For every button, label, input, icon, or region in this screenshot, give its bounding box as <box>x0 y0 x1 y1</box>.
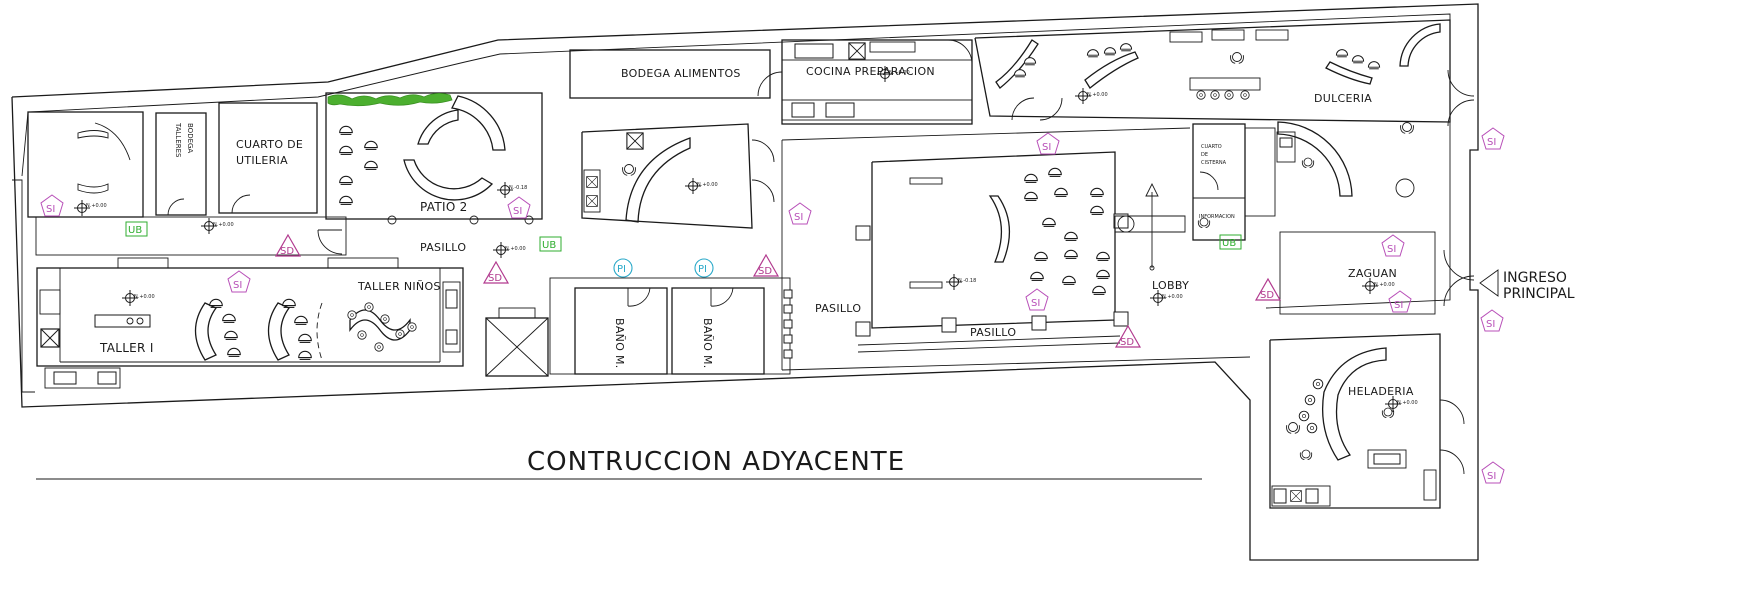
dulceria <box>974 19 1475 198</box>
pi-symbol-text: PI <box>698 264 707 275</box>
ub-symbol: UB <box>539 236 562 252</box>
room-label-cisterna: DE <box>1201 152 1208 158</box>
si-symbol: SI <box>1480 309 1504 332</box>
pi-symbols: PI PI <box>613 258 714 278</box>
kitchen-block <box>569 39 973 125</box>
level-label: N.+0.00 <box>134 294 155 300</box>
room-label-bodega-talleres: TALLERES <box>174 122 182 158</box>
cisterna-block <box>1114 123 1276 271</box>
room-label-cisterna: CISTERNA <box>1201 160 1227 166</box>
level-labels: N.+0.00 N.+0.00 N.-0.18 N.+0.00 N.+0.00 … <box>86 70 1418 406</box>
sd-symbol: SD <box>752 253 780 277</box>
level-label: N.+0.00 <box>1162 294 1183 300</box>
si-symbol-text: SI <box>233 280 242 291</box>
ub-symbol-text: UB <box>1222 238 1236 249</box>
level-markers <box>74 66 1401 412</box>
pi-symbol-text: PI <box>617 264 626 275</box>
sd-symbol-text: SD <box>758 266 772 277</box>
si-symbol-text: SI <box>1042 142 1051 153</box>
room-labels: BODEGA TALLERES CUARTO DE UTILERIA PATIO… <box>99 65 1414 398</box>
ub-symbols: UB UB UB <box>125 221 1242 252</box>
ub-symbol-text: UB <box>128 225 142 236</box>
entrance-label-line: INGRESO <box>1503 270 1567 286</box>
adjacent-construction-label: CONTRUCCION ADYACENTE <box>527 447 905 477</box>
bathrooms <box>485 277 793 377</box>
room-label-pasillo: PASILLO <box>815 302 861 315</box>
ub-symbol-text: UB <box>542 240 556 251</box>
si-symbol-text: SI <box>1394 300 1403 311</box>
ub-symbol: UB <box>1219 234 1242 250</box>
si-symbol-text: SI <box>1031 298 1040 309</box>
si-symbol-text: SI <box>1487 471 1496 482</box>
zaguan <box>1279 231 1499 315</box>
si-symbol: SI <box>40 194 64 217</box>
si-symbol-text: SI <box>1487 137 1496 148</box>
si-symbol: SI <box>507 196 531 219</box>
si-symbol: SI <box>1388 290 1412 313</box>
level-label: N.+0.00 <box>213 222 234 228</box>
pi-symbol: PI <box>613 258 633 278</box>
sd-symbol: SD <box>274 233 302 257</box>
si-symbol-text: SI <box>1486 319 1495 330</box>
si-symbol: SI <box>1025 288 1049 311</box>
ub-symbol: UB <box>125 221 148 237</box>
room-label-lobby: LOBBY <box>1152 279 1189 292</box>
patio-2 <box>325 92 543 225</box>
room-label-patio-2: PATIO 2 <box>420 200 468 214</box>
left-wing <box>27 102 464 389</box>
si-symbol-text: SI <box>794 212 803 223</box>
room-label-bodega-alimentos: BODEGA ALIMENTOS <box>621 67 741 80</box>
room-label-informacion: INFORMACION <box>1199 214 1235 220</box>
middle-room <box>581 123 775 229</box>
si-symbol-text: SI <box>513 206 522 217</box>
room-label-pasillo: PASILLO <box>420 241 466 254</box>
entrance-label: INGRESO PRINCIPAL <box>1503 270 1575 302</box>
sd-symbol: SD <box>1114 324 1142 348</box>
room-label-taller-ninos: TALLER NIÑOS <box>357 280 441 293</box>
level-label: N.+0.00 <box>697 182 718 188</box>
room-label-bano: BAÑO M. <box>701 318 714 369</box>
room-label-cuarto-utileria: UTILERIA <box>236 154 288 167</box>
si-symbols: SI SI SI SI SI SI SI SI SI SI SI <box>40 127 1505 484</box>
room-label-bano: BAÑO M. <box>613 318 626 369</box>
sd-symbol-text: SD <box>1120 337 1134 348</box>
sd-symbol: SD <box>482 260 510 284</box>
level-label: N.+0.00 <box>505 246 526 252</box>
entrance-label-line: PRINCIPAL <box>1503 286 1575 302</box>
level-label: N.+0.00 <box>1397 400 1418 406</box>
room-label-bodega-talleres: BODEGA <box>186 123 194 153</box>
level-label: N.+0.00 <box>1374 282 1395 288</box>
sd-symbol-text: SD <box>488 273 502 284</box>
si-symbol: SI <box>1036 132 1060 155</box>
sd-symbol: SD <box>1254 277 1282 301</box>
sd-symbol-text: SD <box>280 246 294 257</box>
room-label-cocina: COCINA PREPARACION <box>806 65 935 78</box>
level-label: N.+0.00 <box>889 70 910 76</box>
level-label: N.-0.18 <box>958 278 976 284</box>
room-label-dulceria: DULCERIA <box>1314 92 1372 105</box>
pi-symbol: PI <box>694 258 714 278</box>
level-label: N.-0.18 <box>509 185 527 191</box>
room-label-zaguan: ZAGUAN <box>1348 267 1397 280</box>
room-label-heladeria: HELADERIA <box>1348 385 1414 398</box>
room-label-pasillo: PASILLO <box>970 326 1016 339</box>
central-hall <box>781 127 1251 371</box>
si-symbol-text: SI <box>1387 244 1396 255</box>
si-symbol: SI <box>1481 461 1505 484</box>
si-symbol-text: SI <box>46 204 55 215</box>
si-symbol: SI <box>788 202 812 225</box>
room-label-cisterna: CUARTO <box>1201 144 1222 150</box>
room-label-taller-1: TALLER I <box>99 341 154 355</box>
level-label: N.+0.00 <box>86 203 107 209</box>
building-outline <box>11 3 1479 561</box>
level-label: N.+0.00 <box>1087 92 1108 98</box>
sd-symbols: SD SD SD SD SD <box>274 233 1282 348</box>
heladeria <box>1269 333 1465 509</box>
sd-symbol-text: SD <box>1260 290 1274 301</box>
si-symbol: SI <box>1381 234 1405 257</box>
si-symbol: SI <box>227 270 251 293</box>
room-label-cuarto-utileria: CUARTO DE <box>236 138 303 151</box>
si-symbol: SI <box>1481 127 1505 150</box>
